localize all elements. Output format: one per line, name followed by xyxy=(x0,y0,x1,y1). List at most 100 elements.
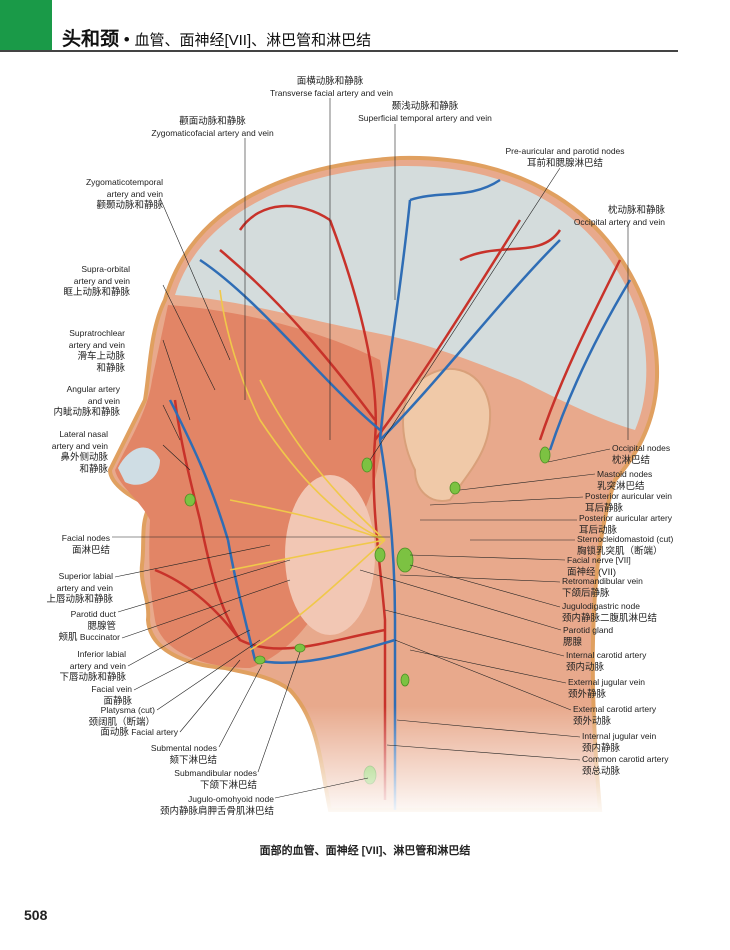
label-buccinator: 颊肌 Buccinator xyxy=(30,632,120,644)
label-zh: 面神经 (VII) xyxy=(567,566,617,578)
label-en: Supra-orbital xyxy=(81,264,130,274)
label-en: Posterior auricular artery xyxy=(579,513,673,523)
label-en: artery and vein xyxy=(106,188,163,199)
label-zh: 面静脉 xyxy=(103,695,132,707)
label-zh: 颞浅动脉和静脉 xyxy=(391,101,459,112)
label-en: Common carotid artery xyxy=(582,754,669,764)
label-zh: 颈阔肌（断端） xyxy=(88,716,155,728)
figure-caption: 面部的血管、面神经 [VII]、淋巴管和淋巴结 xyxy=(259,845,471,857)
label-en: Superficial temporal artery and vein xyxy=(358,112,492,123)
label-en: Platysma (cut) xyxy=(100,705,155,715)
label-zh: 胸锁乳突肌（断端） xyxy=(577,545,663,557)
label-en: Submental nodes xyxy=(150,743,217,753)
label-en: artery and vein xyxy=(68,339,125,350)
label-facial-nerve: Facial nerve [VII]面神经 (VII) xyxy=(567,555,631,578)
label-en: Submandibular nodes xyxy=(174,768,257,778)
label-en: Zygomaticotemporal xyxy=(85,177,163,187)
label-en: Zygomaticofacial artery and vein xyxy=(151,127,274,138)
label-zh: 颈内静脉肩胛舌骨肌淋巴结 xyxy=(159,805,274,817)
label-zh: 枕动脉和静脉 xyxy=(607,205,665,216)
label-zh: 颈外动脉 xyxy=(573,715,612,727)
label-en: Posterior auricular vein xyxy=(585,491,672,501)
label-zh: 颈内静脉 xyxy=(582,742,621,754)
label-en: Internal carotid artery xyxy=(566,650,647,660)
label-en: Facial artery xyxy=(131,727,178,737)
label-zh: 鼻外侧动脉 xyxy=(60,452,108,463)
label-en: Pre-auricular and parotid nodes xyxy=(505,146,625,156)
label-en: Facial vein xyxy=(91,684,132,694)
label-en: artery and vein xyxy=(51,440,108,451)
label-zh: 颈总动脉 xyxy=(582,765,621,777)
label-zh: 内眦动脉和静脉 xyxy=(53,407,120,418)
label-en: Inferior labial xyxy=(77,649,126,659)
label-en: Mastoid nodes xyxy=(597,469,653,479)
label-zh: 耳后静脉 xyxy=(585,502,624,514)
label-en: Facial nodes xyxy=(61,533,110,543)
label-en: Jugulo-omohyoid node xyxy=(187,794,274,804)
label-en: External jugular vein xyxy=(568,677,646,687)
label-zh: 颧面动脉和静脉 xyxy=(179,116,246,127)
label-en: Facial nerve [VII] xyxy=(567,555,631,565)
label-sternocleidomastoid: Sternocleidomastoid (cut)胸锁乳突肌（断端） xyxy=(577,534,673,557)
label-zh: 耳前和腮腺淋巴结 xyxy=(526,157,603,169)
label-zh: 乳突淋巴结 xyxy=(597,480,645,492)
label-zh: 和静脉 xyxy=(96,362,125,374)
label-en: Lateral nasal xyxy=(59,429,108,439)
label-zh: 滑车上动脉 xyxy=(77,351,125,362)
header-rule xyxy=(0,50,678,52)
header-title-sub: 血管、面神经[VII]、淋巴管和淋巴结 xyxy=(134,32,372,49)
label-zh: 颈内静脉二腹肌淋巴结 xyxy=(562,612,658,624)
label-zh: 面淋巴结 xyxy=(71,544,110,556)
label-zh: 下唇动脉和静脉 xyxy=(59,672,126,683)
label-zh: 颈外静脉 xyxy=(568,688,607,700)
label-en: Retromandibular vein xyxy=(562,576,643,586)
label-zh: 面动脉 xyxy=(100,727,129,738)
label-facial-artery: 面动脉 Facial artery xyxy=(30,727,178,739)
label-zh: 颊肌 xyxy=(58,632,78,643)
label-zh: 腮腺 xyxy=(563,636,583,648)
label-zh: 上唇动脉和静脉 xyxy=(46,594,113,605)
label-en: Internal jugular vein xyxy=(582,731,657,741)
label-en: artery and vein xyxy=(56,582,113,593)
label-en: Buccinator xyxy=(79,632,120,642)
label-en: artery and vein xyxy=(73,275,130,286)
header-title-main: 头和颈 xyxy=(62,29,120,50)
label-zh: 颈内动脉 xyxy=(566,661,605,673)
header-separator: • xyxy=(123,30,130,49)
label-en: Angular artery xyxy=(66,384,120,394)
label-zh: 下颌下淋巴结 xyxy=(199,779,257,791)
label-zh: 腮腺管 xyxy=(87,620,116,632)
label-en: Transverse facial artery and vein xyxy=(270,87,393,98)
label-en: Parotid duct xyxy=(70,609,116,619)
chapter-color-tab xyxy=(0,0,52,50)
label-zh: 颧颞动脉和静脉 xyxy=(96,200,163,211)
label-zh: 枕淋巴结 xyxy=(612,454,651,466)
label-en: Jugulodigastric node xyxy=(562,601,640,611)
